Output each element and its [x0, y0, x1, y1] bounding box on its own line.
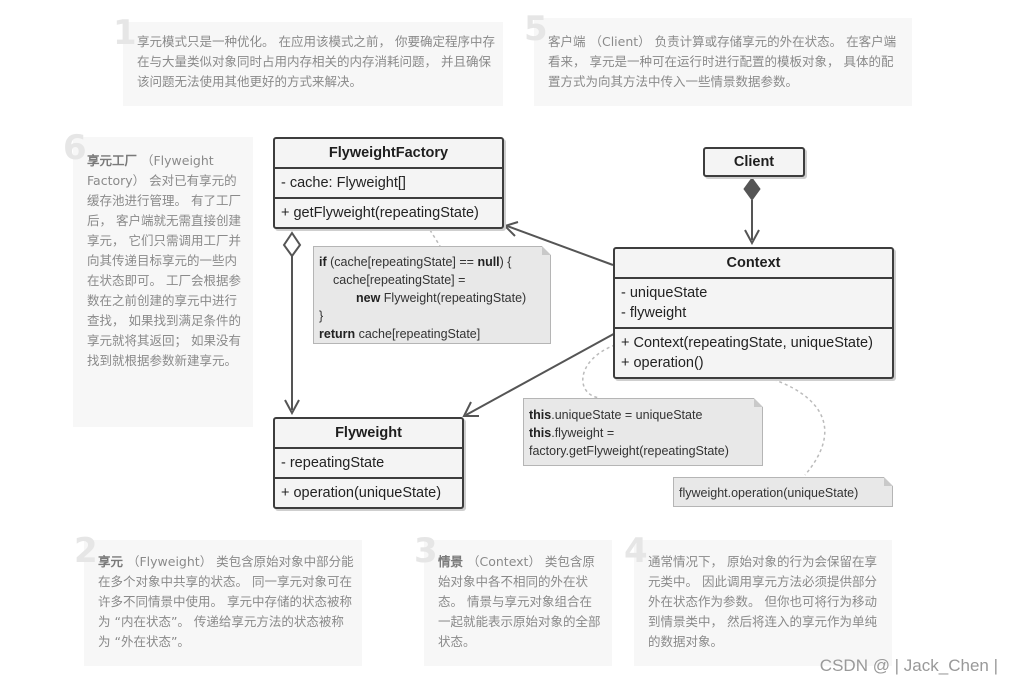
code-text: flyweight.operation(uniqueState)	[679, 486, 859, 500]
code-text: factory.getFlyweight(repeatingState)	[529, 444, 729, 458]
note-6: 6 享元工厂 （Flyweight Factory） 会对已有享元的缓存池进行管…	[63, 131, 253, 427]
note-body: （Flyweight） 类包含原始对象中部分能在多个对象中共享的状态。 同一享元…	[98, 554, 354, 649]
note-body: （Context） 类包含原始对象中各不相同的外在状态。 情景与享元对象组合在一…	[438, 554, 601, 649]
class-client[interactable]: Client	[703, 147, 805, 177]
note-text: 享元工厂 （Flyweight Factory） 会对已有享元的缓存池进行管理。…	[87, 151, 245, 371]
note-bold-term: 享元	[98, 554, 124, 569]
field: - flyweight	[621, 305, 687, 321]
class-methods: + Context(repeatingState, uniqueState) +…	[615, 327, 892, 377]
code-keyword: new	[356, 291, 381, 305]
code-line: cache[repeatingState] =	[319, 271, 550, 289]
code-line: this.flyweight =	[529, 424, 762, 442]
code-text: .flyweight =	[551, 426, 615, 440]
note-fold-icon	[754, 398, 763, 407]
note-body: （Flyweight Factory） 会对已有享元的缓存池进行管理。 有了工厂…	[87, 153, 241, 368]
note-number: 1	[113, 13, 137, 53]
method: + operation(uniqueState)	[281, 485, 442, 501]
method: + operation()	[621, 355, 704, 371]
code-note-operation: flyweight.operation(uniqueState)	[673, 477, 893, 507]
note-2: 2 享元 （Flyweight） 类包含原始对象中部分能在多个对象中共享的状态。…	[74, 534, 362, 666]
class-context[interactable]: Context - uniqueState - flyweight + Cont…	[613, 247, 894, 379]
class-name: FlyweightFactory	[328, 145, 449, 161]
composition-client-context	[743, 177, 761, 246]
note-connector-factory	[429, 229, 441, 247]
code-keyword: return	[319, 327, 356, 341]
aggregation-factory-flyweight	[282, 231, 302, 416]
field: - uniqueState	[621, 285, 708, 301]
class-name: Context	[726, 255, 781, 271]
class-fields: - cache: Flyweight[]	[275, 167, 502, 197]
code-text: Flyweight(repeatingState)	[380, 291, 527, 305]
note-connector-context	[582, 344, 616, 399]
code-line: return cache[repeatingState]	[319, 325, 550, 343]
note-number: 4	[624, 531, 648, 571]
code-keyword: this	[529, 426, 552, 440]
note-bold-term: 情景	[438, 554, 464, 569]
note-text: 情景 （Context） 类包含原始对象中各不相同的外在状态。 情景与享元对象组…	[438, 552, 604, 652]
method: + getFlyweight(repeatingState)	[281, 205, 479, 221]
code-text: }	[319, 309, 324, 323]
class-name: Client	[733, 154, 775, 170]
method: + Context(repeatingState, uniqueState)	[621, 335, 873, 351]
field: - repeatingState	[281, 455, 385, 471]
note-fold-icon	[884, 477, 893, 486]
note-fold-icon	[542, 246, 551, 255]
code-line: }	[319, 307, 550, 325]
note-3: 3 情景 （Context） 类包含原始对象中各不相同的外在状态。 情景与享元对…	[414, 534, 612, 666]
note-number: 6	[63, 128, 87, 168]
class-methods: + operation(uniqueState)	[275, 477, 462, 507]
field: - cache: Flyweight[]	[281, 175, 406, 191]
note-number: 3	[414, 531, 438, 571]
note-text: 享元模式只是一种优化。 在应用该模式之前， 你要确定程序中存在与大量类似对象同时…	[137, 34, 495, 89]
note-1: 1 享元模式只是一种优化。 在应用该模式之前， 你要确定程序中存在与大量类似对象…	[113, 16, 503, 106]
code-keyword: this	[529, 408, 552, 422]
class-methods: + getFlyweight(repeatingState)	[275, 197, 502, 227]
code-keyword: null	[477, 255, 500, 269]
class-name: Flyweight	[335, 425, 402, 441]
association-context-flyweight	[462, 324, 631, 417]
note-number: 5	[524, 9, 548, 49]
code-text: (cache[repeatingState] ==	[326, 255, 478, 269]
note-4: 4 通常情况下， 原始对象的行为会保留在享元类中。 因此调用享元方法必须提供部分…	[624, 534, 892, 666]
code-line: if (cache[repeatingState] == null) {	[319, 253, 550, 271]
code-note-factory: if (cache[repeatingState] == null) { cac…	[313, 246, 551, 344]
class-flyweight-factory[interactable]: FlyweightFactory - cache: Flyweight[] + …	[273, 137, 504, 229]
code-text: .uniqueState = uniqueState	[551, 408, 703, 422]
code-text: cache[repeatingState] =	[333, 273, 466, 287]
note-text: 客户端 （Client） 负责计算或存储享元的外在状态。 在客户端看来， 享元是…	[548, 34, 897, 89]
class-flyweight[interactable]: Flyweight - repeatingState + operation(u…	[273, 417, 464, 509]
code-note-context: this.uniqueState = uniqueState this.flyw…	[523, 398, 763, 466]
note-text: 通常情况下， 原始对象的行为会保留在享元类中。 因此调用享元方法必须提供部分外在…	[648, 554, 877, 649]
code-line: this.uniqueState = uniqueState	[529, 406, 762, 424]
code-keyword: if	[319, 255, 327, 269]
code-text: cache[repeatingState]	[355, 327, 481, 341]
code-text: ) {	[499, 255, 512, 269]
class-fields: - repeatingState	[275, 447, 462, 477]
note-5: 5 客户端 （Client） 负责计算或存储享元的外在状态。 在客户端看来， 享…	[524, 12, 912, 106]
code-line: new Flyweight(repeatingState)	[319, 289, 550, 307]
code-line: flyweight.operation(uniqueState)	[679, 484, 892, 502]
class-fields: - uniqueState - flyweight	[615, 277, 892, 327]
association-context-factory	[503, 221, 614, 266]
watermark: CSDN @ | Jack_Chen |	[819, 656, 998, 675]
note-number: 2	[74, 531, 98, 571]
code-line: factory.getFlyweight(repeatingState)	[529, 442, 762, 460]
note-text: 享元 （Flyweight） 类包含原始对象中部分能在多个对象中共享的状态。 同…	[98, 552, 356, 652]
note-bold-term: 享元工厂	[87, 153, 138, 168]
